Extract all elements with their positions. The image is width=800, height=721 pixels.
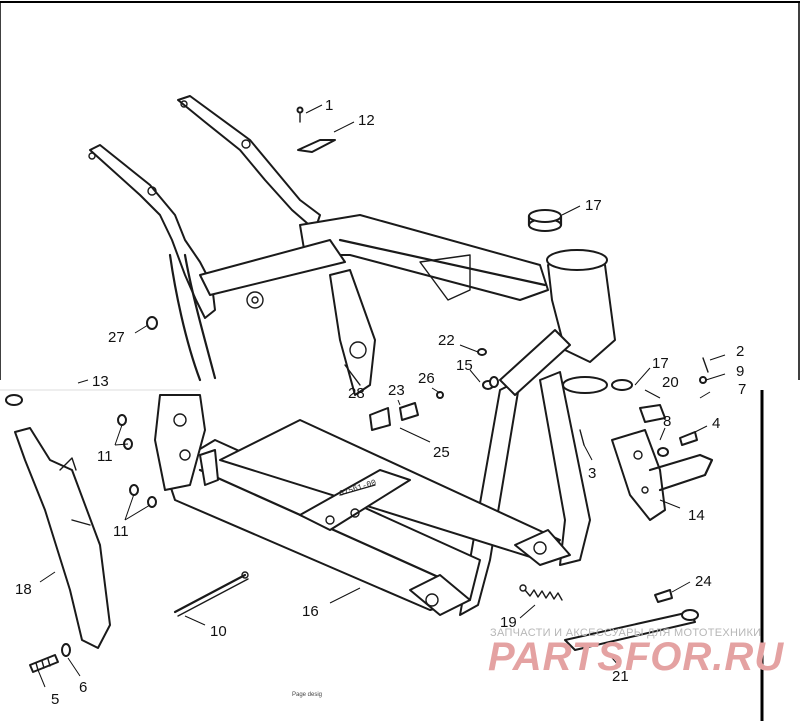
- bearing-race-17: [527, 209, 563, 232]
- callout-19: 19: [500, 614, 517, 631]
- callout-25: 25: [433, 444, 450, 461]
- callout-1: 1: [325, 97, 333, 114]
- watermark-tagline: ЗАПЧАСТИ И АКСЕССУАРЫ ДЛЯ МОТОТЕХНИКИ: [490, 627, 761, 639]
- jiffy-stand-21: [564, 589, 699, 651]
- callout-11-upper: 11: [97, 448, 113, 465]
- callout-20: 20: [662, 374, 679, 391]
- callout-7: 7: [738, 381, 746, 398]
- callout-5: 5: [51, 691, 59, 708]
- cable-strap-10: [173, 571, 249, 617]
- side-cover-18: [5, 394, 111, 649]
- callout-8: 8: [663, 413, 671, 430]
- page-footer: Page desig: [292, 692, 322, 698]
- center-seat-post: [329, 269, 376, 396]
- callout-15: 15: [456, 357, 473, 374]
- callout-18: 18: [15, 581, 32, 598]
- callout-9: 9: [736, 363, 744, 380]
- callout-2: 2: [736, 343, 744, 360]
- callout-4: 4: [712, 415, 720, 432]
- callout-13: 13: [92, 373, 109, 390]
- callout-24: 24: [695, 573, 712, 590]
- small-hardware: [117, 106, 709, 508]
- callout-17-top: 17: [585, 197, 602, 214]
- callout-11-lower: 11: [113, 523, 129, 540]
- callout-numbers: 1 12 17 27 22 15 17 2 9 20 7 13 23 26 28…: [15, 97, 746, 708]
- backbone-tube: [199, 214, 549, 309]
- callout-22: 22: [438, 332, 455, 349]
- bolt-5: [29, 643, 71, 673]
- spring-19: [519, 584, 563, 601]
- callout-17-lower: 17: [652, 355, 669, 372]
- jiffy-stand-bracket-14: [611, 429, 714, 521]
- callout-3: 3: [588, 465, 596, 482]
- steering-head: [546, 249, 616, 394]
- callout-10: 10: [210, 623, 227, 640]
- callout-14: 14: [688, 507, 705, 524]
- watermark: ЗАПЧАСТИ И АКСЕССУАРЫ ДЛЯ МОТОТЕХНИКИ PA…: [488, 627, 784, 679]
- callout-16: 16: [302, 603, 319, 620]
- front-down-tubes: [459, 329, 591, 616]
- callout-12: 12: [358, 112, 375, 129]
- callout-21: 21: [612, 668, 629, 685]
- callout-27: 27: [108, 329, 125, 346]
- rear-axle-plates: [154, 394, 219, 491]
- lower-frame-rails: [164, 419, 571, 616]
- callout-23: 23: [388, 382, 405, 399]
- watermark-brand: PARTSFOR.RU: [488, 635, 784, 679]
- leader-lines: [37, 104, 726, 688]
- callout-26: 26: [418, 370, 435, 387]
- callout-6: 6: [79, 679, 87, 696]
- callout-28: 28: [348, 385, 365, 402]
